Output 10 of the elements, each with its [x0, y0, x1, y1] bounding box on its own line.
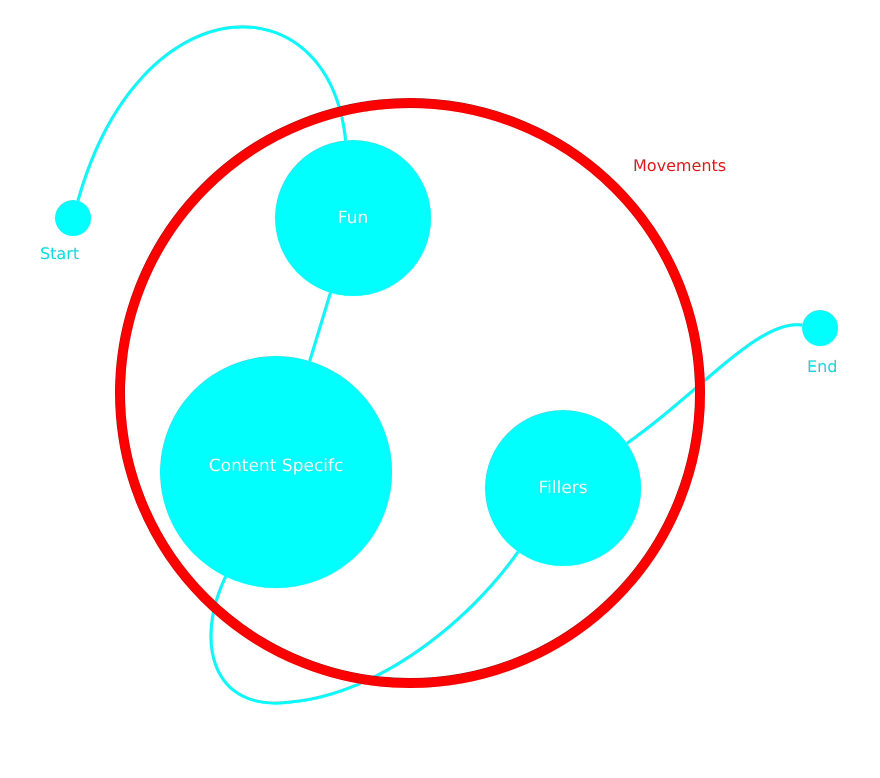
- node-label: Fillers: [538, 478, 588, 498]
- connector-line: [76, 26, 347, 202]
- node-caption: Start: [40, 244, 80, 263]
- node-label: Content Specifc: [208, 456, 344, 476]
- connector-line: [308, 292, 332, 362]
- connector-line: [210, 550, 520, 704]
- connector-line: [626, 323, 802, 444]
- node-caption: End: [807, 357, 838, 376]
- node-label: Fun: [338, 208, 368, 228]
- group-heading: Movements: [633, 156, 726, 175]
